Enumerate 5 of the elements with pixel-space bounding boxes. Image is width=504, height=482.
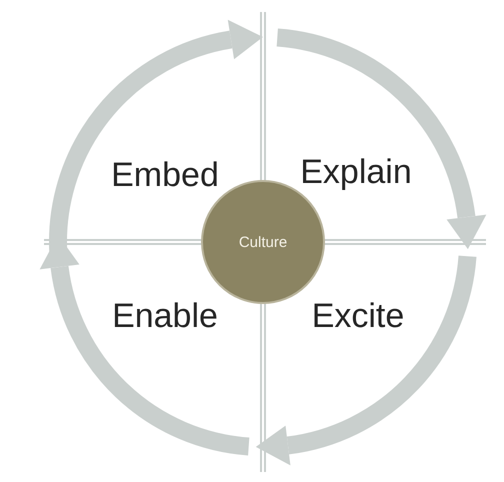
quadrant-label: Enable [112,299,218,333]
quadrant-label: Excite [312,299,404,333]
quadrant-label: Embed [111,158,219,192]
center-label: Culture [238,234,288,250]
quadrant-label: Explain [300,155,412,189]
